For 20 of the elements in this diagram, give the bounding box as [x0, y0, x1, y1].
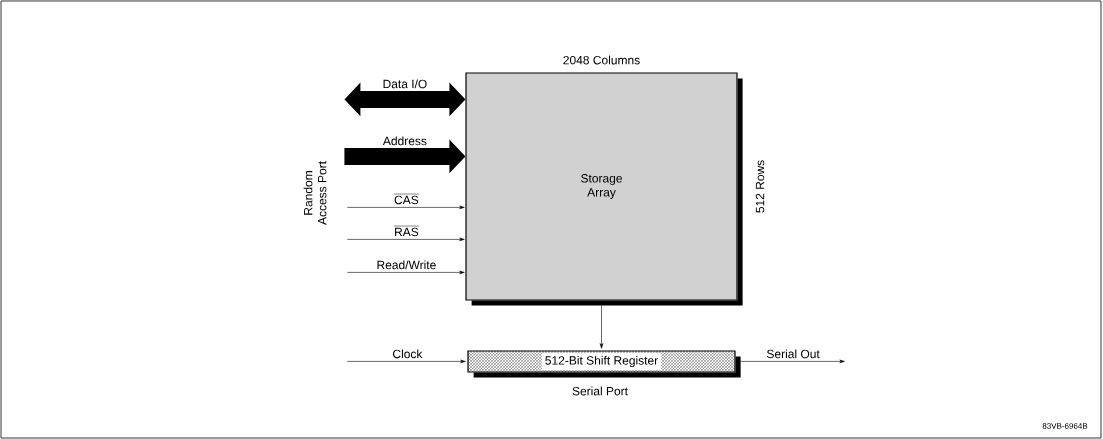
shift-register-box: 512-Bit Shift Register — [467, 350, 741, 378]
signal-arrow — [740, 359, 845, 364]
row-count-label: 512 Rows — [755, 160, 765, 213]
edge-label: $\overline{\text{CAS}}$ — [393, 192, 420, 206]
edge-label: $\overline{\text{RAS}}$ — [393, 224, 420, 238]
edge-label: Clock — [391, 348, 424, 360]
port-label: Serial Port — [572, 386, 628, 396]
port-label: Random Access Port — [303, 161, 327, 225]
signal-arrow — [599, 305, 604, 349]
edge-label: Read/Write — [375, 259, 438, 271]
edge-label: Data I/O — [381, 78, 429, 90]
column-count-label: 2048 Columns — [563, 55, 640, 65]
edge-label: Serial Out — [765, 348, 821, 360]
signal-arrow — [347, 205, 465, 210]
signal-arrow — [347, 359, 466, 364]
signal-arrow — [347, 237, 465, 242]
signal-arrow — [347, 270, 465, 275]
edge-label: Address — [381, 135, 428, 147]
storage-array-box: Storage Array — [465, 72, 743, 306]
figure-code: 83VB-6964B — [1042, 423, 1088, 429]
